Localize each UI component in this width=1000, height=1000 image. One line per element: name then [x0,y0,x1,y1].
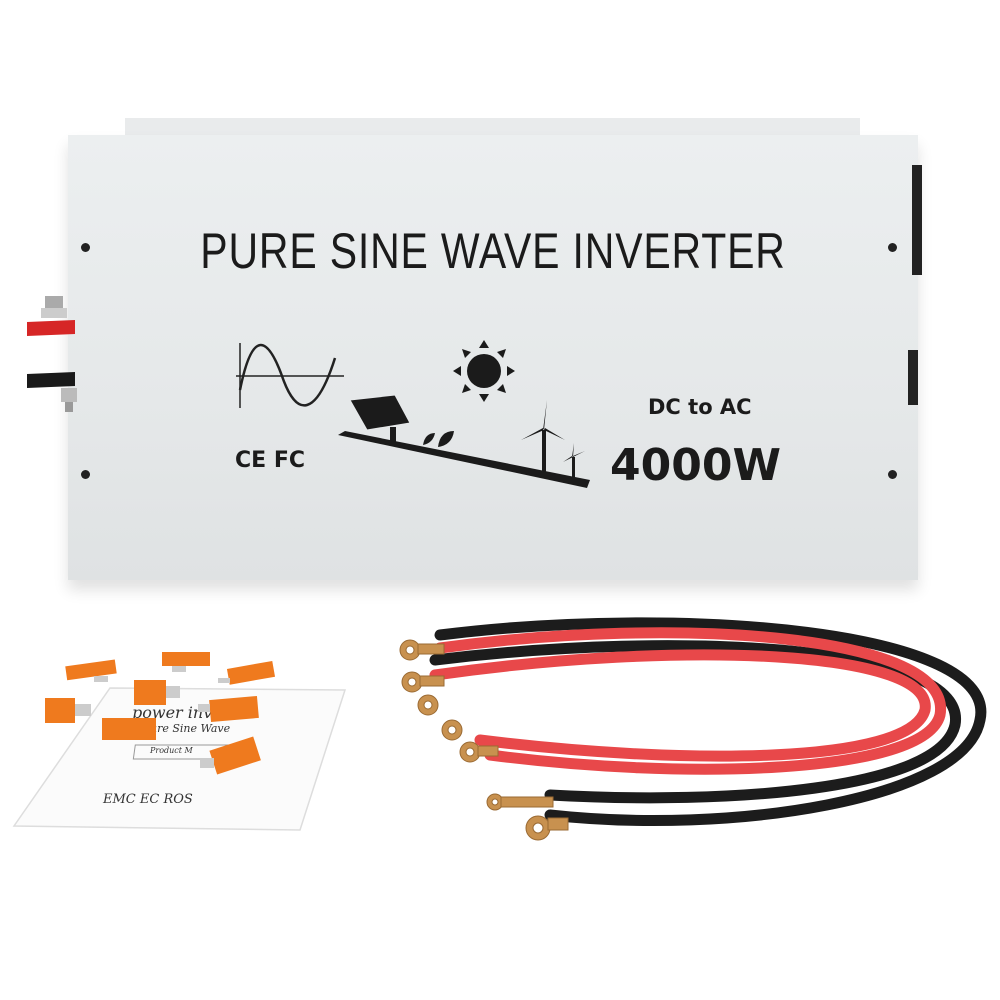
black-cable [429,640,961,804]
ring-terminal [486,793,554,811]
screw [81,470,90,479]
ring-terminal [417,694,439,716]
red-cable [429,649,931,762]
fuse [200,736,261,775]
side-connector [908,350,918,405]
fuse [162,652,210,672]
fuse [218,660,276,685]
power-rating: 4000W [610,440,781,491]
black-cable [434,617,987,826]
screw [81,243,90,252]
leaf-icon [423,431,454,447]
solar-panel-icon [349,395,411,431]
ring-terminal [525,815,569,841]
manual-footer: EMC EC ROS [103,792,193,807]
screw [888,243,897,252]
renewable-energy-illustration [338,395,590,488]
battery-cables [399,617,987,841]
fuse [102,718,156,740]
wind-turbine-icon [521,400,585,481]
side-connector [912,165,922,275]
inverter-top-edge [125,118,860,136]
sun-icon [453,340,515,402]
ring-terminal [459,741,499,763]
certification-marks: CE FC [235,448,306,473]
conversion-label: DC to AC [648,395,752,419]
fuse [65,659,117,682]
screw [888,470,897,479]
battery-terminals [27,296,77,412]
fuse [198,695,259,723]
fuses [45,652,276,775]
ring-terminal [441,719,463,741]
red-cable [434,627,946,775]
sine-wave-icon [236,343,344,408]
fuse [134,680,180,705]
ring-terminal [399,639,445,661]
ring-terminal [401,671,445,693]
fuse [45,698,91,723]
product-title: PURE SINE WAVE INVERTER [200,223,786,279]
